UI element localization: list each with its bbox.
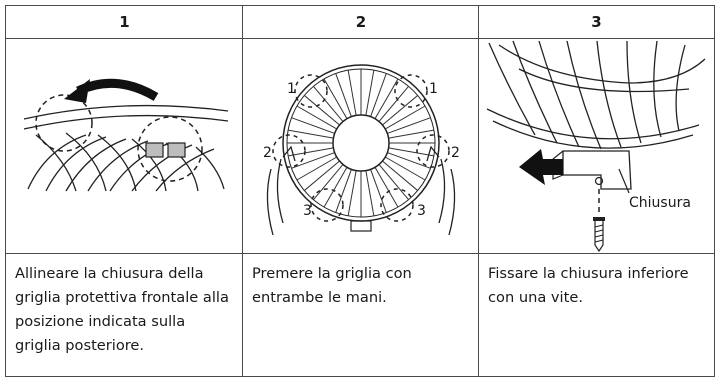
grille-press-drawing: 1 1 2 2 3 3 [263,64,460,236]
step-1-header: 1 [6,6,243,39]
grille-spoke [323,166,348,208]
grille-spoke [323,78,348,120]
press-point-marker [416,134,450,168]
grille-spoke [382,95,419,126]
column-divider [478,6,479,376]
press-point-marker [294,74,328,108]
step-3-illustration: Chiusura [479,39,714,254]
press-point-marker [310,188,344,222]
grille-spoke [387,117,431,134]
label-2-right: 2 [451,145,460,161]
grille-spoke [296,105,338,130]
step-1-illustration [6,39,243,254]
grille-spoke [303,95,340,126]
step-number: 3 [591,13,602,31]
press-point-marker [272,134,306,168]
label-2-left: 2 [263,145,272,161]
left-hand-drawing [266,158,284,236]
grille-spoke [296,156,338,181]
grille-spoke [387,152,431,169]
target-position-marker [35,94,93,152]
grille-spoke [388,147,434,157]
step-3-description: Fissare la chiusura inferiore con una vi… [488,265,689,306]
step-number: 2 [355,13,367,31]
grille-spoke [313,164,344,201]
press-point-marker [380,188,414,222]
step-number: 1 [119,13,130,31]
grille-spoke [335,169,352,213]
grille-spoke [374,78,399,120]
grille-spoke [347,170,357,216]
grille-spoke [384,105,426,130]
label-3-right: 3 [417,203,426,219]
step-2-illustration: 1 1 2 2 3 3 [243,39,479,254]
grille-spoke [303,160,340,191]
column-divider [242,6,243,376]
grille-spoke [347,70,357,116]
grille-spoke [291,152,335,169]
grille-spoke [313,85,344,122]
arrow-icon [519,149,563,185]
press-point-marker [394,74,428,108]
clip-position-marker [137,116,203,182]
grille-alignment-drawing [23,78,229,192]
grille-spoke [370,73,387,117]
step-3-header: 3 [479,6,714,39]
step-2-description: Premere la griglia con entrambe le mani. [252,265,412,306]
label-3-left: 3 [303,203,312,219]
grille-spoke [374,166,399,208]
grille-spoke [288,147,334,157]
screw-head [593,217,605,221]
screw-fixing-drawing: Chiusura [486,40,706,253]
step-2-header: 2 [243,6,479,39]
grille-spoke [382,160,419,191]
grille-spoke [291,117,335,134]
grille-spoke [365,70,375,116]
grille-spoke [335,73,352,117]
grille-spoke [365,170,375,216]
right-hand-drawing [438,158,456,236]
grille-spoke [378,164,409,201]
label-1-right: 1 [429,81,438,97]
closure-label: Chiusura [629,195,691,211]
curved-arrow-icon [76,78,159,101]
step-1-description: Allineare la chiusura della griglia prot… [15,265,229,354]
instructions-table: 1 2 3 [5,5,715,377]
grille-spoke [388,129,434,139]
grille-spoke [384,156,426,181]
grille-spoke [378,85,409,122]
grille-spoke [370,169,387,213]
grille-spoke [288,129,334,139]
label-1-left: 1 [287,81,296,97]
